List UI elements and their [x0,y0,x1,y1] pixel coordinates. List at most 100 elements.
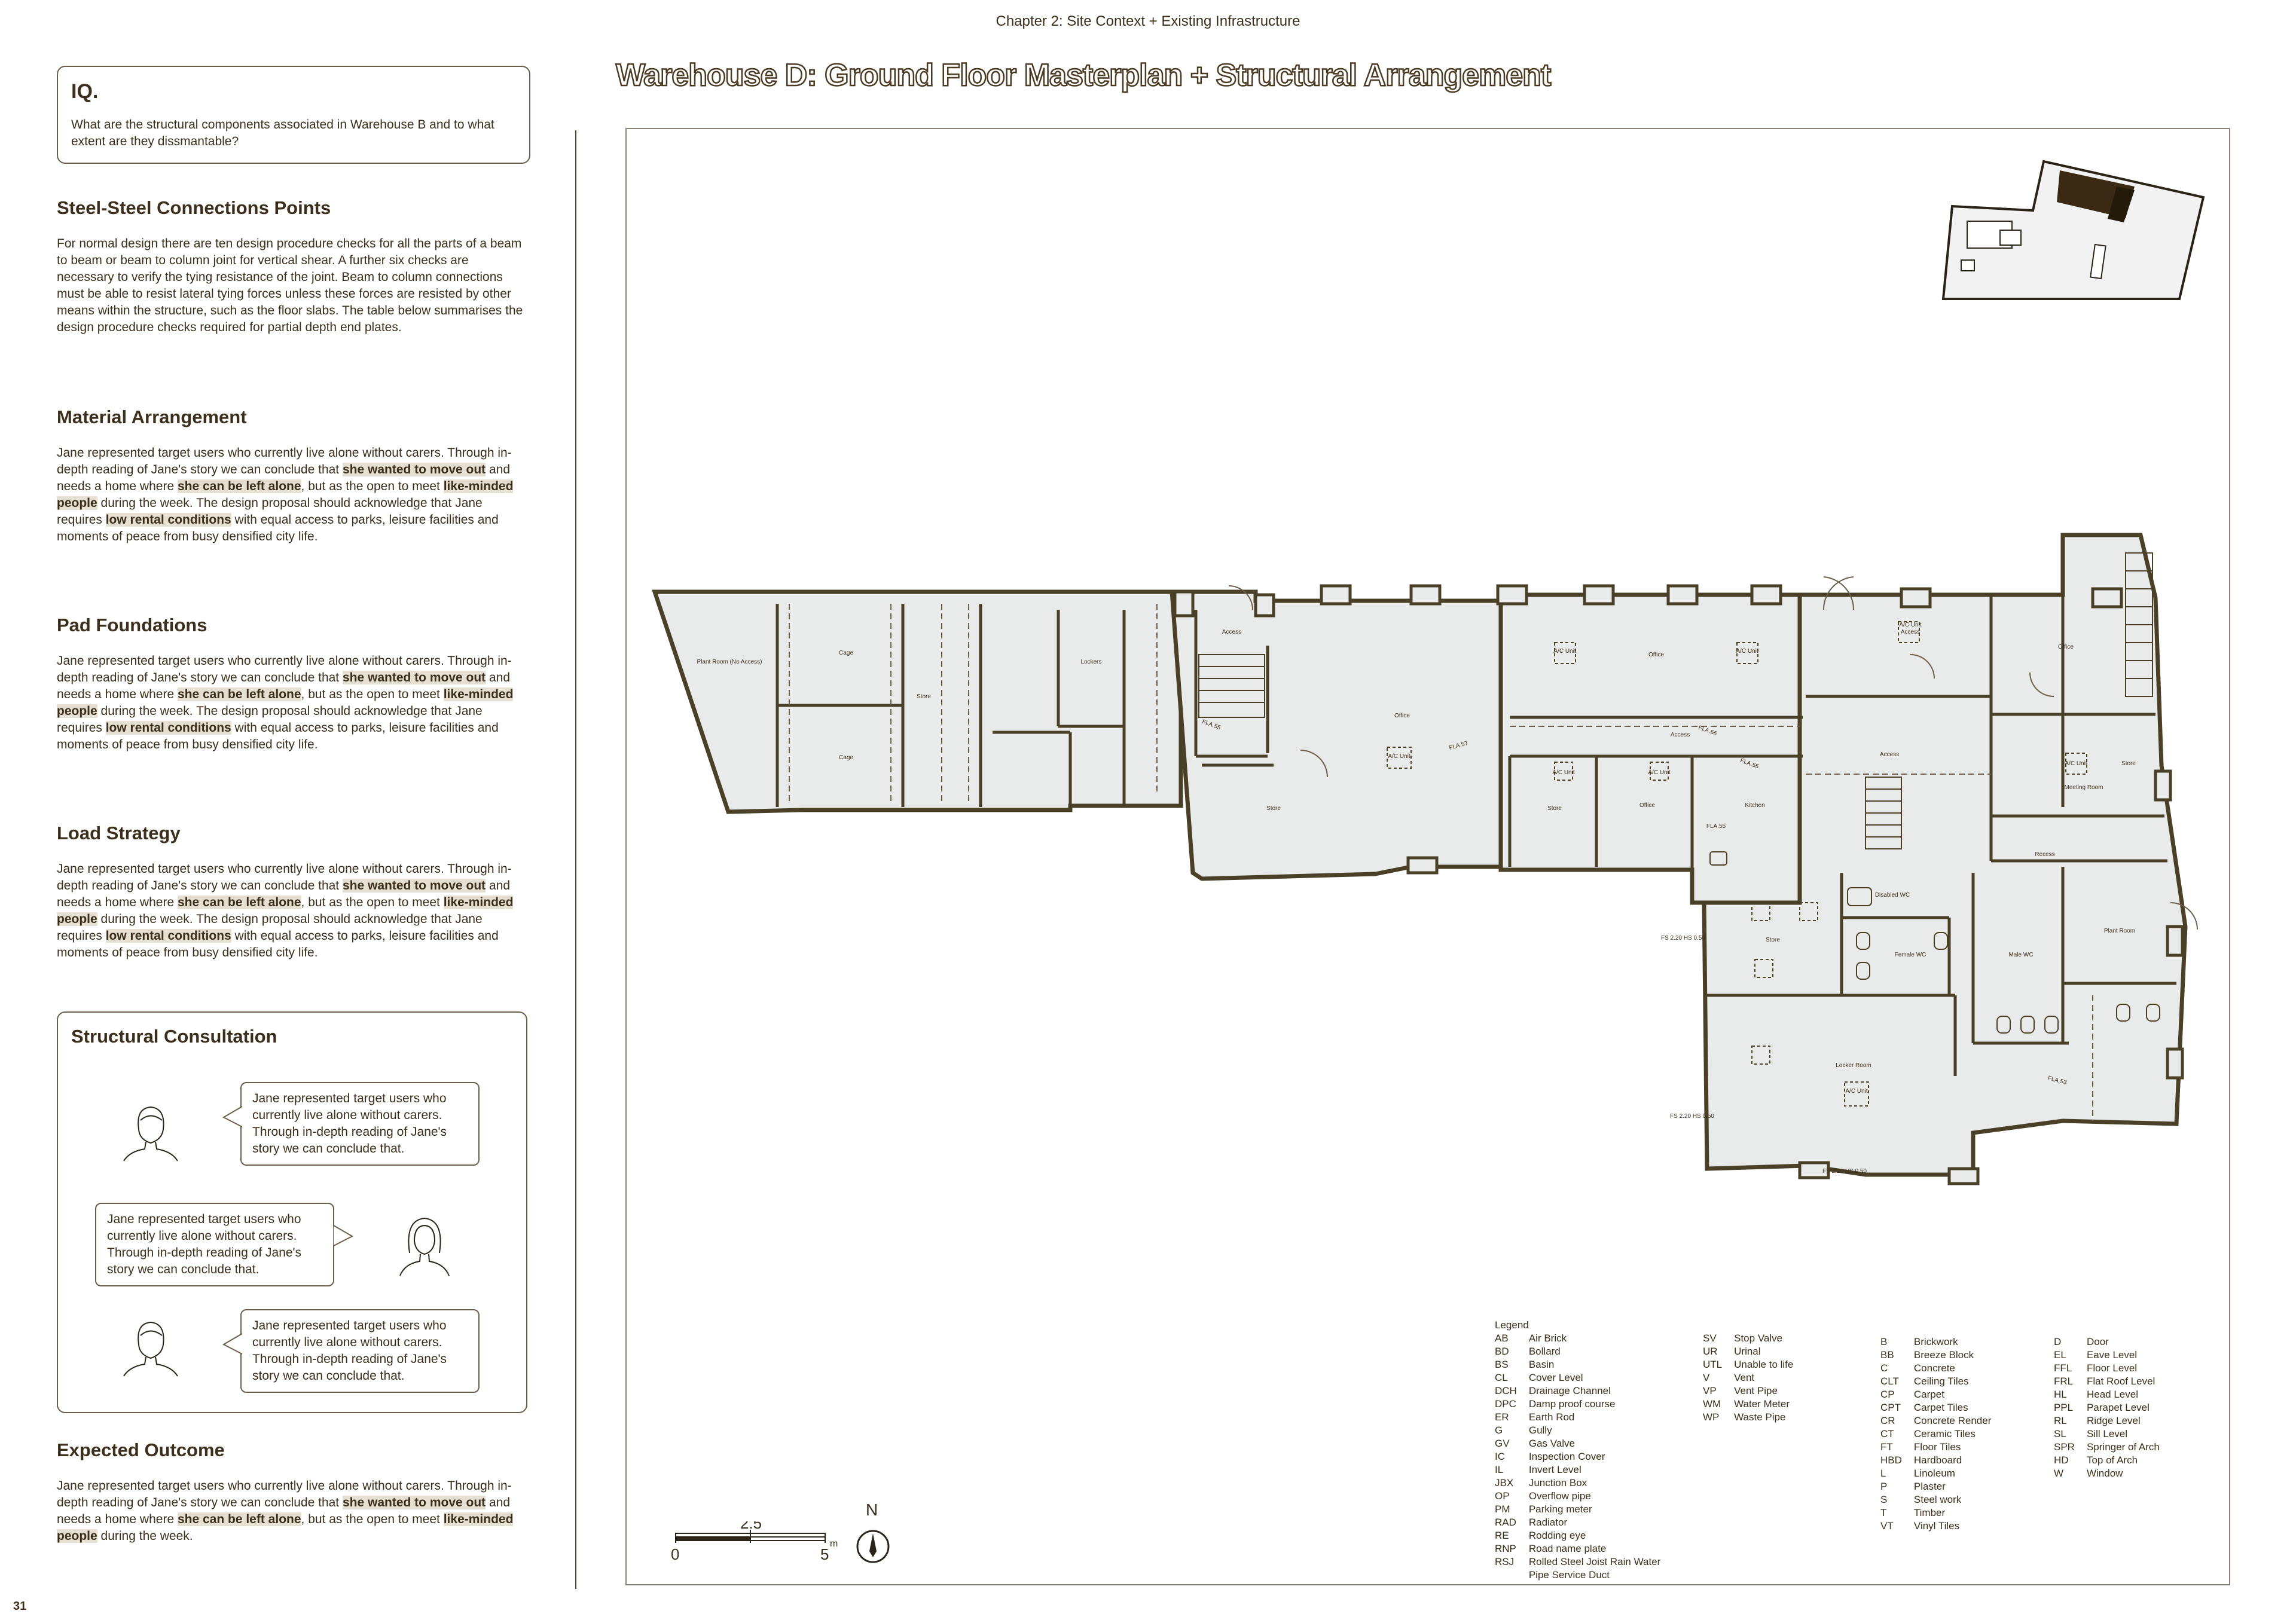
legend-desc: Plaster [1913,1481,1946,1492]
highlight: she can be left alone [177,479,301,493]
legend-desc: Earth Rod [1528,1411,1575,1423]
text-run: Jane represented target users who curren… [57,654,512,684]
legend-desc: Steel work [1913,1494,1962,1505]
legend-code: FRL [2054,1376,2074,1387]
legend-code: WP [1703,1411,1720,1423]
legend-desc: Floor Level [2086,1362,2138,1374]
legend-code: PPL [2054,1402,2074,1413]
legend-desc: Vinyl Tiles [1913,1520,1960,1532]
text-run: and needs a home where [57,1496,511,1526]
legend-code: SPR [2054,1441,2075,1453]
room-label: Office [1648,652,1664,658]
legend-code: FFL [2054,1362,2072,1374]
speech-bubble: Jane represented target users who curren… [95,1203,334,1286]
section-title: Expected Outcome [57,1439,225,1460]
text-run: Jane represented target users who curren… [57,1479,512,1509]
room-label: A/C Unit [1845,1088,1867,1095]
legend-desc: Inspection Cover [1528,1451,1605,1462]
room-label: Store [1766,937,1780,943]
room-label: Store [2121,760,2136,767]
room-label: Cage [839,754,853,761]
room-label: Access [1222,629,1241,635]
legend-code: OP [1495,1490,1510,1502]
legend-desc: Water Meter [1734,1398,1790,1410]
legend-desc: Unable to life [1734,1359,1794,1370]
legend-code: DCH [1495,1385,1517,1396]
legend-desc: Window [2086,1468,2123,1479]
text-run: and needs a home where [57,671,511,701]
legend-desc: Head Level [2086,1389,2138,1400]
legend-code: SV [1703,1332,1717,1344]
legend-row: Pipe Service Duct [1495,1569,1660,1582]
text-run: Jane represented target users who curren… [57,862,512,893]
legend-desc: Door [2086,1336,2109,1347]
legend-code: IC [1495,1451,1505,1462]
consultation-title: Structural Consultation [71,1026,277,1047]
room-label: Access [1901,629,1920,635]
room-label: Recess [2035,851,2054,858]
legend-desc: Ceiling Tiles [1913,1376,1969,1387]
scale-end: 5 [820,1545,829,1563]
text-run: , but as the open to meet [301,1512,444,1526]
legend-desc: Flat Roof Level [2086,1376,2155,1387]
legend-desc: Damp proof course [1528,1398,1616,1410]
highlight: she wanted to move out [342,463,486,476]
legend-desc: Invert Level [1528,1464,1581,1475]
text-run: during the week. [97,1529,193,1543]
legend-desc: Junction Box [1528,1477,1587,1488]
scale-bar: 2.5 0 5 m [671,1521,890,1563]
legend-desc: Drainage Channel [1528,1385,1611,1396]
text-run: during the week. The design proposal sho… [57,496,483,527]
legend-code: VP [1703,1385,1717,1396]
room-label: Disabled WC [1875,892,1910,898]
room-label: Access [1880,751,1899,758]
text-run: with equal access to parks, leisure faci… [57,513,499,543]
room-label: A/C Unit [1736,648,1758,655]
text-run: , but as the open to meet [301,479,444,493]
legend-code [1495,1569,1529,1582]
section-text: Jane represented target users who curren… [57,653,529,753]
legend-code: BS [1495,1359,1509,1370]
section-steel: Steel-Steel Connections Points For norma… [57,197,529,336]
section-expected-outcome: Expected Outcome Jane represented target… [57,1439,529,1545]
legend-code: HBD [1880,1454,1902,1466]
text-run: and needs a home where [57,879,511,909]
bubble-tail [333,1225,353,1246]
section-pad-foundations: Pad Foundations Jane represented target … [57,615,529,753]
room-label: A/C Unit [2065,760,2087,767]
text-run: during the week. The design proposal sho… [57,912,483,943]
plan-title: Warehouse D: Ground Floor Masterplan + S… [615,57,1552,94]
legend-desc: Stop Valve [1734,1332,1783,1344]
column-divider [575,130,576,1589]
text-run: Jane represented target users who curren… [57,446,512,476]
text-run: , but as the open to meet [301,687,444,701]
room-label: Plant Room [2104,928,2135,934]
legend-code: DPC [1495,1398,1516,1410]
room-label: Male WC [2008,952,2033,958]
room-label: A/C Unit [1899,622,1921,628]
legend-code: CR [1880,1415,1895,1426]
legend-desc: Bollard [1528,1346,1561,1357]
text-run: and needs a home where [57,463,511,493]
scale-unit: m [830,1539,838,1549]
room-label: Lockers [1080,659,1101,665]
legend-code: EL [2054,1349,2066,1361]
